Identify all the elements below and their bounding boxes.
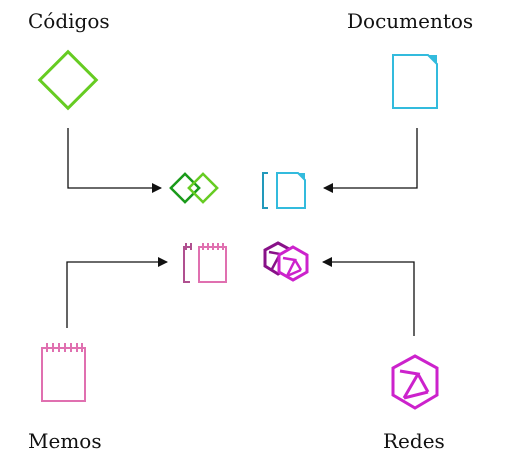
label-redes: Redes <box>383 429 445 453</box>
center-memos-icon <box>183 243 227 283</box>
memos-notepad-icon <box>41 343 86 402</box>
arrow-redes <box>322 257 415 336</box>
codigos-diamond-icon <box>37 49 99 111</box>
arrow-documentos <box>323 128 418 193</box>
label-codigos: Códigos <box>28 9 110 33</box>
redes-network-hexagon-icon <box>391 354 439 410</box>
label-memos: Memos <box>28 429 102 453</box>
center-documentos-icon <box>262 172 306 209</box>
documentos-document-icon <box>392 54 438 109</box>
center-redes-icon <box>263 241 309 282</box>
arrow-memos <box>66 257 168 328</box>
arrow-codigos <box>67 128 162 193</box>
label-documentos: Documentos <box>347 9 474 33</box>
center-codigos-icon <box>169 172 219 204</box>
